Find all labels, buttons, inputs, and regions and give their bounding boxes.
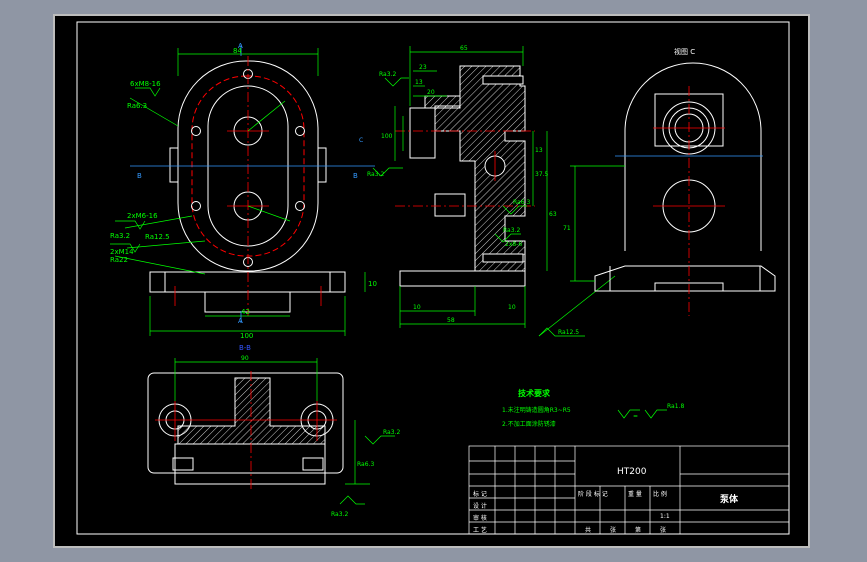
dim-top-width: 84 xyxy=(233,47,242,55)
part-name: 泵体 xyxy=(720,493,739,505)
dim-side-13b: 13 xyxy=(535,147,543,154)
top-lip xyxy=(424,95,461,109)
section-bb-view xyxy=(147,372,344,485)
rough-side-4: Ra3.2 xyxy=(503,227,520,234)
drawing-sheet: A A B B 84 6xM8-16 Ra6.3 2xM6-16 Ra12.5 … xyxy=(53,14,810,548)
rough-side-1: Ra3.2 xyxy=(379,71,396,78)
tb-row-2: 设 计 xyxy=(473,502,487,510)
tb-foot-1: 共 xyxy=(585,526,591,534)
bb-rough-2: Ra6.3 xyxy=(357,461,374,468)
tb-foot-3: 第 xyxy=(635,526,641,534)
dim-side-375: 37.5 xyxy=(535,171,549,178)
rough-side-3: Ra6.3 xyxy=(513,199,530,206)
inner-border xyxy=(76,21,790,535)
scale: 1:1 xyxy=(660,513,670,520)
dim-side-b10a: 10 xyxy=(413,304,421,311)
tb-col-3: 比 例 xyxy=(653,490,667,498)
side-section-view xyxy=(399,65,526,287)
side-base xyxy=(399,270,526,287)
rough-side-5: Ra12.5 xyxy=(558,329,579,336)
dim-threads-2: 2xM6-16 xyxy=(127,212,158,220)
view-c-dims xyxy=(570,165,625,282)
section-a-top: A xyxy=(238,42,243,50)
dim-roughness-6: Ra22 xyxy=(110,256,128,264)
section-a-bottom: A xyxy=(238,317,243,325)
tb-col-1: 阶 段 标 记 xyxy=(578,490,608,498)
view-c-centerlines xyxy=(615,86,763,316)
front-dims xyxy=(110,48,366,336)
bb-section-body xyxy=(177,377,326,445)
bb-dims xyxy=(174,358,395,505)
tb-row-3: 审 核 xyxy=(473,514,487,522)
dim-bottom-inner: 42 xyxy=(241,308,250,316)
dim-side-13: 13 xyxy=(415,79,423,86)
dim-threads-5: 2xM14 xyxy=(110,248,134,256)
bolt-hole xyxy=(295,126,305,136)
side-dims xyxy=(372,46,616,337)
view-c-height: 71 xyxy=(563,225,571,232)
front-centerlines xyxy=(174,56,322,316)
side-centerlines xyxy=(395,130,535,207)
bolt-hole xyxy=(191,201,201,211)
svg-text:=: = xyxy=(633,413,638,420)
tech-line-1: 1.未注明铸造圆角R3~R5 xyxy=(502,406,571,414)
bolt-hole xyxy=(191,126,201,136)
left-boss xyxy=(169,147,179,183)
dim-roughness-1: Ra6.3 xyxy=(127,102,147,110)
thread-lower xyxy=(482,253,524,263)
tech-line-2: 2.不加工面涂防锈漆 xyxy=(502,420,556,428)
view-c-casing xyxy=(624,62,762,251)
base-relief xyxy=(204,291,291,313)
lower-bore xyxy=(434,193,466,217)
section-b-right: B xyxy=(353,172,358,180)
dim-side-58: 58 xyxy=(447,317,455,324)
dim-bolt-holes: 6xM8-16 xyxy=(130,80,161,88)
dim-side-100: 100 xyxy=(381,133,393,140)
bb-centerlines xyxy=(155,371,337,491)
bb-rough-3: Ra3.2 xyxy=(331,511,348,518)
tech-roughness: Ra1.8 xyxy=(667,403,684,410)
section-b-left: B xyxy=(137,172,142,180)
bb-outline xyxy=(147,372,344,474)
dim-roughness-3: Ra12.5 xyxy=(145,233,170,241)
bb-width: 90 xyxy=(241,355,249,362)
dim-side-20: 20 xyxy=(427,89,435,96)
view-c-marker: C xyxy=(359,137,363,144)
tb-foot-2: 张 xyxy=(610,526,616,534)
dim-roughness-4: Ra3.2 xyxy=(110,232,130,240)
dim-bottom-outer: 100 xyxy=(240,332,253,340)
tb-row-1: 标 记 xyxy=(473,490,487,498)
base-plate xyxy=(149,271,346,293)
tech-heading: 技术要求 xyxy=(518,388,551,398)
dim-side-63: 63 xyxy=(549,211,557,218)
gear-cavity xyxy=(207,85,289,247)
dim-side-23: 23 xyxy=(419,64,427,71)
rough-side-6: 2x8-6 xyxy=(505,241,522,248)
tech-requirements: 技术要求 1.未注明铸造圆角R3~R5 2.不加工面涂防锈漆 = Ra1.8 xyxy=(502,388,684,428)
tb-foot-4: 张 xyxy=(660,526,666,534)
drawing-canvas: A A B B 84 6xM8-16 Ra6.3 2xM6-16 Ra12.5 … xyxy=(76,21,790,535)
tb-col-2: 重 量 xyxy=(628,490,642,498)
right-boss xyxy=(317,147,327,183)
bolt-hole xyxy=(295,201,305,211)
dim-side-top: 65 xyxy=(460,45,468,52)
bb-lower-block xyxy=(174,443,326,485)
view-c-title: 视图 C xyxy=(674,47,695,56)
view-c-base xyxy=(594,265,776,292)
thread-upper xyxy=(482,75,524,85)
view-c xyxy=(594,62,776,292)
tb-row-4: 工 艺 xyxy=(473,526,487,534)
rough-side-2: Ra3.2 xyxy=(367,171,384,178)
bb-title: B-B xyxy=(239,344,251,352)
front-view xyxy=(149,60,346,313)
casing-section xyxy=(434,65,526,272)
dim-base-height: 10 xyxy=(368,280,377,288)
material: HT200 xyxy=(617,467,647,477)
title-block xyxy=(468,445,790,535)
dim-side-b10b: 10 xyxy=(508,304,516,311)
section-line-bb xyxy=(130,44,375,323)
bb-rough-1: Ra3.2 xyxy=(383,429,400,436)
bearing-bore xyxy=(409,107,436,159)
